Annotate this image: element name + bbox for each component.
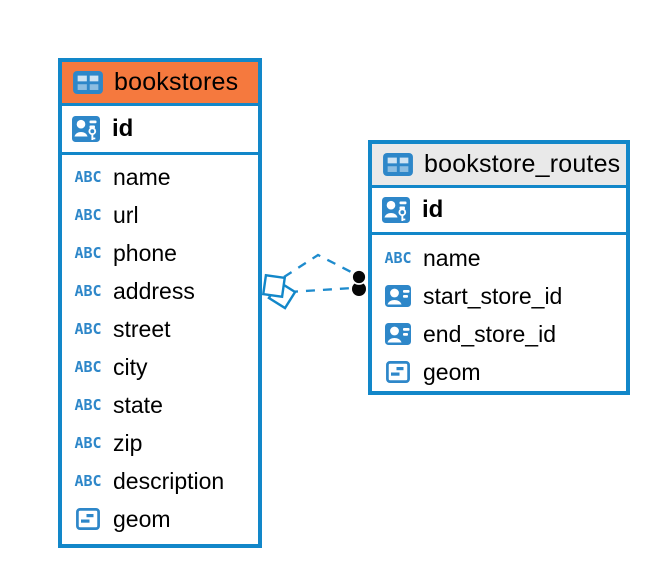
diamond-marker (261, 273, 297, 310)
field-name: name (423, 244, 481, 271)
field-name: address (113, 277, 195, 304)
person-ref-icon (381, 285, 415, 307)
field-name: city (113, 353, 148, 380)
text-type-icon: ABC (74, 243, 102, 262)
table-icon (71, 71, 105, 94)
table-row[interactable]: ABC phone (62, 234, 258, 272)
field-list: ABC name start_store_id end_store_id ge (372, 235, 626, 391)
table-header-bookstores[interactable]: bookstores (62, 62, 258, 106)
table-row[interactable]: ABC name (62, 158, 258, 196)
object-type-icon (381, 361, 415, 383)
field-name: end_store_id (423, 320, 556, 347)
person-ref-icon (381, 323, 415, 345)
table-row[interactable]: ABC zip (62, 424, 258, 462)
text-type-icon: ABC (74, 357, 102, 376)
table-row[interactable]: ABC url (62, 196, 258, 234)
field-name: start_store_id (423, 282, 563, 309)
text-type-icon: ABC (74, 281, 102, 300)
table-row[interactable]: ABC description (62, 462, 258, 500)
table-bookstore-routes[interactable]: bookstore_routes id ABC name start_store… (368, 140, 630, 395)
table-row[interactable]: ABC state (62, 386, 258, 424)
text-type-icon: ABC (74, 205, 102, 224)
text-type-icon: ABC (384, 248, 412, 267)
dot-marker (351, 269, 367, 285)
person-key-icon (379, 197, 413, 223)
table-row[interactable]: id (62, 106, 258, 155)
table-row[interactable]: id (372, 188, 626, 235)
table-row[interactable]: geom (62, 500, 258, 538)
field-name: id (422, 196, 444, 223)
field-name: description (113, 467, 225, 494)
table-row[interactable]: end_store_id (372, 315, 626, 353)
field-name: name (113, 163, 171, 190)
field-name: street (113, 315, 171, 342)
table-title: bookstores (114, 68, 239, 96)
table-row[interactable]: ABC street (62, 310, 258, 348)
field-list: ABC name ABC url ABC phone ABC address A… (62, 155, 258, 538)
table-header-bookstore-routes[interactable]: bookstore_routes (372, 144, 626, 188)
table-bookstores[interactable]: bookstores id ABC name ABC url ABC phone… (58, 58, 262, 548)
table-row[interactable]: geom (372, 353, 626, 391)
relationship-line-lower (288, 286, 354, 294)
table-row[interactable]: ABC name (372, 239, 626, 277)
field-name: zip (113, 429, 143, 456)
table-title: bookstore_routes (424, 150, 621, 178)
field-name: id (112, 115, 134, 142)
table-row[interactable]: ABC address (62, 272, 258, 310)
text-type-icon: ABC (74, 433, 102, 452)
field-name: phone (113, 239, 177, 266)
dot-marker (352, 282, 366, 296)
table-row[interactable]: ABC city (62, 348, 258, 386)
person-key-icon (69, 116, 103, 142)
text-type-icon: ABC (74, 395, 102, 414)
table-icon (381, 153, 415, 176)
table-row[interactable]: start_store_id (372, 277, 626, 315)
field-name: geom (423, 358, 481, 385)
text-type-icon: ABC (74, 167, 102, 186)
text-type-icon: ABC (74, 319, 102, 338)
field-name: geom (113, 505, 171, 532)
field-name: state (113, 391, 163, 418)
object-type-icon (71, 508, 105, 530)
relationship-line-upper (283, 253, 356, 278)
text-type-icon: ABC (74, 471, 102, 490)
field-name: url (113, 201, 139, 228)
